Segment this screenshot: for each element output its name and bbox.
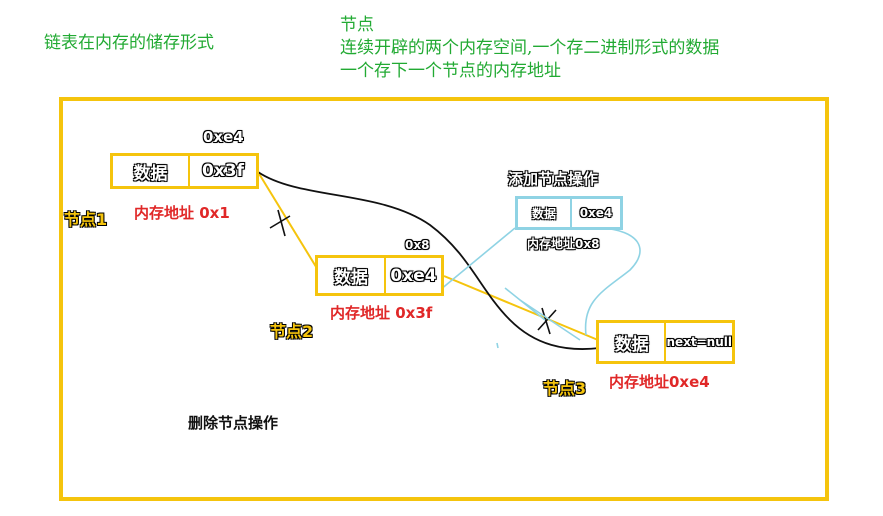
node2-above-label: 0x8 [405, 238, 430, 252]
node1-above-label: 0xe4 [203, 128, 244, 146]
memory-frame [59, 97, 829, 501]
cross-mark-1a [269, 215, 291, 229]
add-node-address: 内存地址0x8 [527, 237, 600, 251]
node-3: 数据 next=null [596, 320, 735, 364]
add-node-title: 添加节点操作 [508, 170, 599, 188]
add-link-c [519, 299, 581, 341]
add-tick [496, 342, 499, 349]
node3-data-cell: 数据 [614, 334, 649, 355]
node-2: 数据 0xe4 [315, 255, 444, 296]
add-node-box: 数据 0xe4 [515, 196, 623, 230]
link-node1-node2 [257, 171, 319, 271]
node1-address: 内存地址 0x1 [134, 204, 230, 222]
cross-mark-2b [541, 307, 551, 335]
delete-node-label: 删除节点操作 [188, 414, 279, 432]
definition-line-2: 一个存下一个节点的内存地址 [340, 61, 561, 81]
node2-name: 节点2 [270, 322, 314, 341]
definition-title: 节点 [340, 15, 374, 35]
node3-address: 内存地址0xe4 [609, 373, 710, 391]
node2-data-cell: 数据 [334, 268, 368, 288]
node2-address: 内存地址 0x3f [330, 304, 433, 322]
node3-pointer-cell: next=null [664, 323, 732, 361]
cross-mark-2a [537, 309, 557, 331]
add-link-a [439, 227, 516, 291]
cross-mark-1b [277, 209, 286, 237]
node3-name: 节点3 [543, 379, 587, 398]
diagram-title: 链表在内存的储存形式 [44, 33, 214, 53]
definition-line-1: 连续开辟的两个内存空间,一个存二进制形式的数据 [340, 38, 720, 58]
node1-pointer-cell: 0x3f [188, 156, 256, 186]
definition-block: 节点 连续开辟的两个内存空间,一个存二进制形式的数据 一个存下一个节点的内存地址 [340, 14, 719, 83]
add-link-curve [584, 227, 641, 336]
add-node-pointer-cell: 0xe4 [570, 199, 620, 227]
node1-data-cell: 数据 [133, 163, 168, 184]
delete-bypass-curve [257, 171, 601, 350]
node1-name: 节点1 [64, 210, 108, 229]
node-1: 数据 0x3f [110, 153, 259, 189]
add-node-data-cell: 数据 [531, 206, 556, 221]
link-node2-node3 [443, 275, 599, 341]
node2-pointer-cell: 0xe4 [384, 258, 441, 293]
